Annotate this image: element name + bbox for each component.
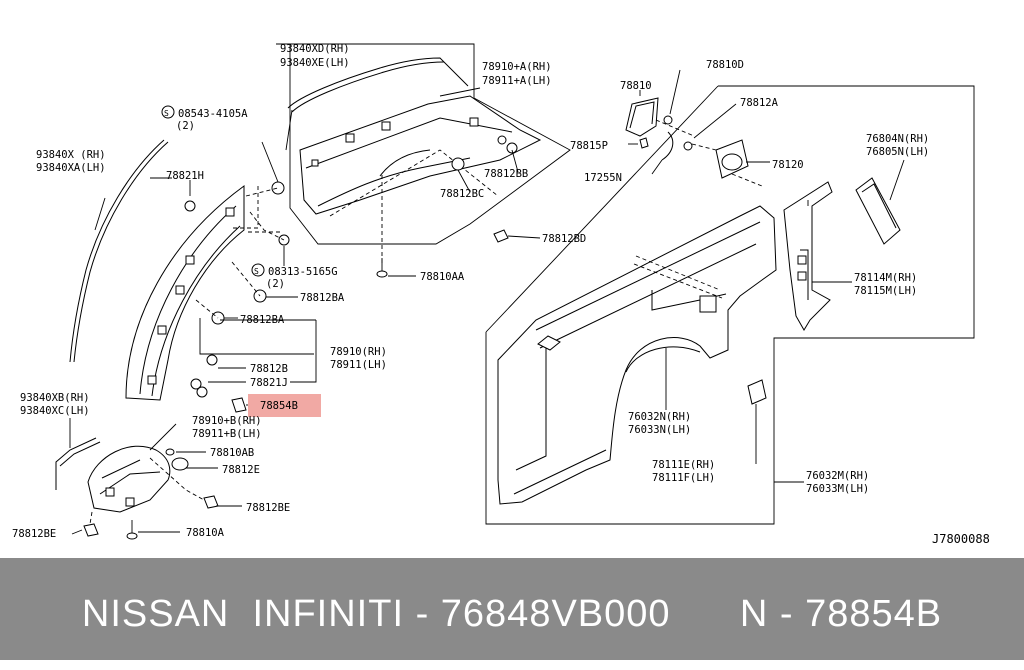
highlight-box xyxy=(248,394,321,417)
label-78911a: 78911+A(LH) xyxy=(482,75,552,87)
label-93840xb: 93840XB(RH) xyxy=(20,392,90,404)
label-78812ba-2: 78812BA xyxy=(240,314,285,326)
parts-diagram: 93840XD(RH) 93840XE(LH) 78910+A(RH) 7891… xyxy=(12,43,990,546)
label-76804n: 76804N(RH) xyxy=(866,133,929,145)
label-78114m: 78114M(RH) xyxy=(854,272,917,284)
part-labels: 93840XD(RH) 93840XE(LH) 78910+A(RH) 7891… xyxy=(12,43,990,546)
label-78115m: 78115M(LH) xyxy=(854,285,917,297)
label-93840xe: 93840XE(LH) xyxy=(280,57,350,69)
label-93840x: 93840X (RH) xyxy=(36,149,106,161)
label-78111e: 78111E(RH) xyxy=(652,459,715,471)
label-78821h: 78821H xyxy=(166,170,204,182)
label-78810: 78810 xyxy=(620,80,652,92)
label-93840xc: 93840XC(LH) xyxy=(20,405,90,417)
label-78821j: 78821J xyxy=(250,377,288,389)
label-78120: 78120 xyxy=(772,159,804,171)
label-93840xd: 93840XD(RH) xyxy=(280,43,350,55)
label-78812a: 78812A xyxy=(740,97,779,109)
label-78810ab: 78810AB xyxy=(210,447,254,459)
label-78911b: 78911+B(LH) xyxy=(192,428,262,440)
label-78810a: 78810A xyxy=(186,527,225,539)
label-76805n: 76805N(LH) xyxy=(866,146,929,158)
label-78812be-2: 78812BE xyxy=(12,528,56,540)
label-08543: 08543-4105A xyxy=(178,108,248,120)
footer-bar: NISSAN INFINITI - 76848VB000 N - 78854B xyxy=(0,558,1024,660)
label-78810aa: 78810AA xyxy=(420,271,465,283)
s-mark-icon xyxy=(161,105,175,119)
label-08313: 08313-5165G xyxy=(268,266,338,278)
label-78810d: 78810D xyxy=(706,59,744,71)
rear-body-side-panel-group xyxy=(485,69,975,525)
label-78812e: 78812E xyxy=(222,464,260,476)
label-08313-qty: (2) xyxy=(266,278,285,290)
label-76032n: 76032N(RH) xyxy=(628,411,691,423)
label-78910: 78910(RH) xyxy=(330,346,387,358)
label-78910a: 78910+A(RH) xyxy=(482,61,552,73)
label-78812b: 78812B xyxy=(250,363,288,375)
svg-text:S: S xyxy=(164,109,169,118)
label-78111f: 78111F(LH) xyxy=(652,472,715,484)
label-78854b: 78854B xyxy=(260,400,298,412)
label-78812bc: 78812BC xyxy=(440,188,484,200)
footer-part-number: NISSAN INFINITI - 76848VB000 N - 78854B xyxy=(81,593,943,635)
label-78812bb: 78812BB xyxy=(484,168,528,180)
svg-text:S: S xyxy=(254,267,259,276)
rear-trim-panel-group xyxy=(276,43,571,278)
label-93840xa: 93840XA(LH) xyxy=(36,162,106,174)
label-78812bd: 78812BD xyxy=(542,233,586,245)
label-76032m: 76032M(RH) xyxy=(806,470,869,482)
label-17255n: 17255N xyxy=(584,172,622,184)
label-78812ba-1: 78812BA xyxy=(300,292,345,304)
label-78815p: 78815P xyxy=(570,140,608,152)
label-78910b: 78910+B(RH) xyxy=(192,415,262,427)
s-mark-icon-2 xyxy=(251,263,265,277)
wheel-arch-trim-group xyxy=(55,139,317,540)
label-76033m: 76033M(LH) xyxy=(806,483,869,495)
label-78812be-1: 78812BE xyxy=(246,502,290,514)
label-78911: 78911(LH) xyxy=(330,359,387,371)
diagram-reference-code: J7800088 xyxy=(932,532,990,546)
label-08543-qty: (2) xyxy=(176,120,195,132)
label-76033n: 76033N(LH) xyxy=(628,424,691,436)
